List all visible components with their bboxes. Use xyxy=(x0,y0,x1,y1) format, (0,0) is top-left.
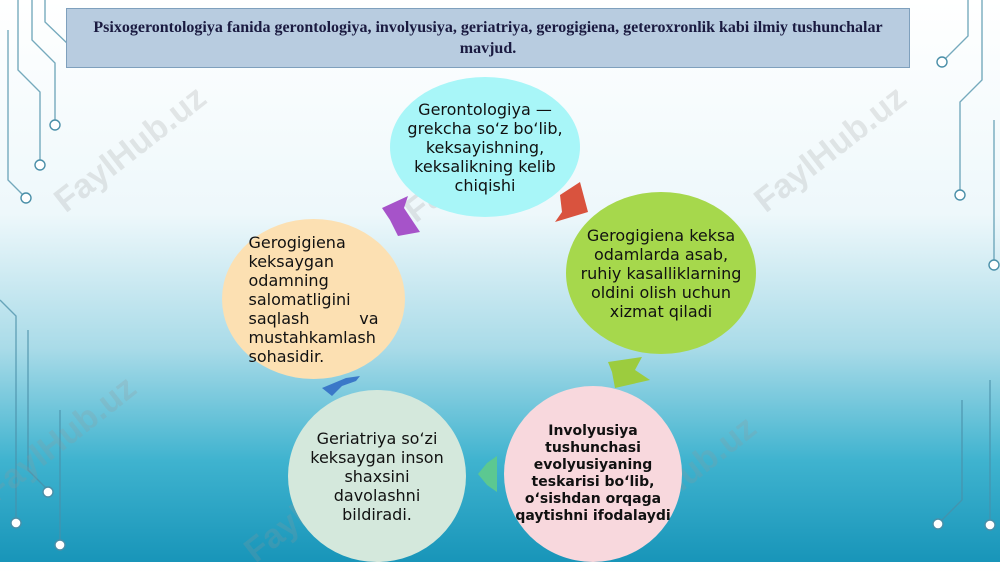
arrow-bottom-icon xyxy=(478,456,497,492)
arrow-right-bottom-icon xyxy=(608,357,650,388)
circle-text: Geriatriya so‘zi keksaygan inson shaxsin… xyxy=(310,428,444,524)
arrow-top-right-icon xyxy=(555,182,588,222)
circle-gerogigiena-asab: Gerogigiena keksa odamlarda asab, ruhiy … xyxy=(566,192,756,354)
circle-involyusiya: Involyusiya tushunchasi evolyusiyaning t… xyxy=(504,386,682,562)
page-title: Psixogerontologiya fanida gerontologiya,… xyxy=(93,19,883,57)
circle-text: Gerontologiya — grekcha so‘z bo‘lib, kek… xyxy=(407,99,563,195)
circle-text: Gerogigiena keksaygan odamning salomatli… xyxy=(248,232,379,366)
circle-gerogigiena-salomatlik: Gerogigiena keksaygan odamning salomatli… xyxy=(222,219,405,379)
circle-text: Gerogigiena keksa odamlarda asab, ruhiy … xyxy=(580,225,742,321)
circle-geriatriya: Geriatriya so‘zi keksaygan inson shaxsin… xyxy=(288,390,466,562)
circle-text: Involyusiya tushunchasi evolyusiyaning t… xyxy=(515,423,671,524)
arrow-left-bottom-icon xyxy=(322,376,360,396)
title-banner: Psixogerontologiya fanida gerontologiya,… xyxy=(66,8,910,68)
circle-gerontologiya: Gerontologiya — grekcha so‘z bo‘lib, kek… xyxy=(390,77,580,217)
arrow-top-left-icon xyxy=(382,196,420,236)
